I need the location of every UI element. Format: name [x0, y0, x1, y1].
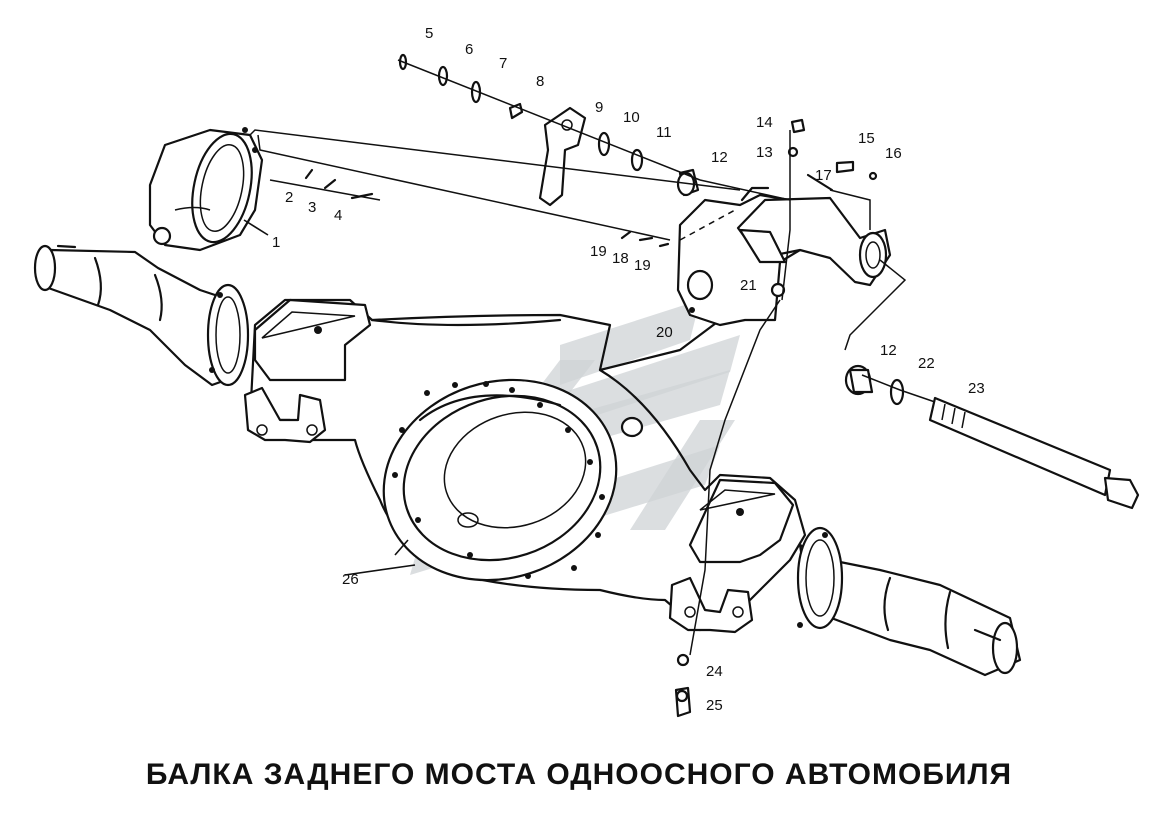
camshaft [928, 396, 1140, 510]
lower-bushing [844, 364, 905, 406]
callout-22: 22 [918, 355, 935, 372]
housing-flange [382, 378, 644, 582]
callout-5: 5 [425, 25, 433, 42]
callout-18: 18 [612, 250, 629, 267]
callout-6: 6 [465, 41, 473, 58]
callout-3: 3 [308, 199, 316, 216]
leader-lines [243, 219, 416, 576]
callout-8: 8 [536, 73, 544, 90]
right-spindle [796, 526, 1022, 677]
callout-19b: 19 [634, 257, 651, 274]
upper-small-parts [398, 53, 700, 207]
callout-10: 10 [623, 109, 640, 126]
callout-20: 20 [656, 324, 673, 341]
callout-13: 13 [756, 144, 773, 161]
callout-15: 15 [858, 130, 875, 147]
callout-9: 9 [595, 99, 603, 116]
callout-4: 4 [334, 207, 342, 224]
callout-11: 11 [656, 124, 672, 141]
callout-25: 25 [706, 697, 723, 714]
diagram-title: БАЛКА ЗАДНЕГО МОСТА ОДНООСНОГО АВТОМОБИЛ… [145, 758, 1013, 791]
axle-housing [248, 298, 807, 632]
callout-14: 14 [756, 114, 773, 131]
left-spindle [33, 244, 250, 387]
callout-7: 7 [499, 55, 507, 72]
callout-24: 24 [706, 663, 723, 680]
callout-1: 1 [272, 234, 280, 251]
left-spring-pad [243, 298, 372, 444]
callout-21: 21 [740, 277, 757, 294]
assembly-lines [249, 59, 936, 656]
brake-bracket [676, 186, 892, 327]
callout-12: 12 [711, 149, 728, 166]
callout-2: 2 [285, 189, 293, 206]
callout-17: 17 [815, 167, 832, 184]
callout-19a: 19 [590, 243, 607, 260]
fasteners [304, 118, 878, 718]
brake-chamber [148, 127, 264, 252]
callout-16: 16 [885, 145, 902, 162]
callout-12-lower: 12 [880, 342, 897, 359]
right-spring-pad [668, 478, 795, 634]
callout-26: 26 [342, 571, 359, 588]
callout-23: 23 [968, 380, 985, 397]
callout-labels: 1 2 3 4 5 6 7 8 9 10 11 12 13 14 15 16 1… [272, 25, 985, 714]
